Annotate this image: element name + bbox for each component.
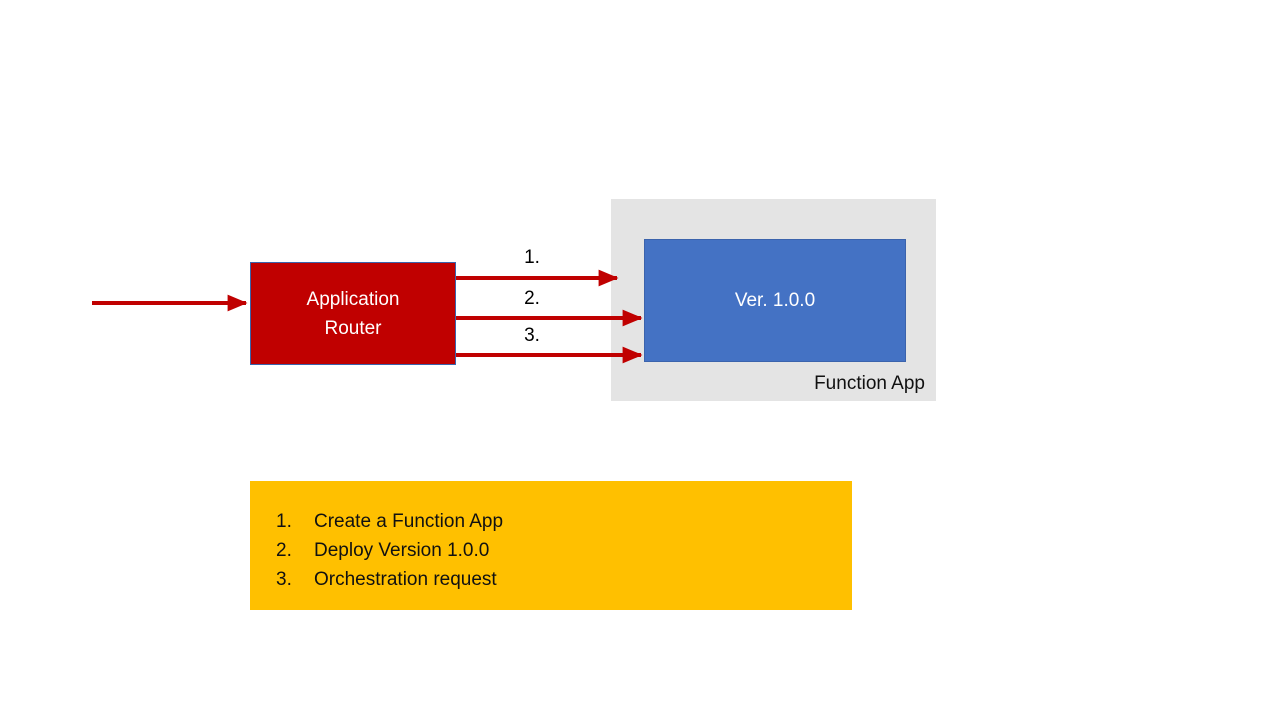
legend-item-marker: 1.: [276, 511, 292, 532]
legend-list: 1. Create a Function App 2. Deploy Versi…: [276, 507, 842, 594]
arrow-step-label-3: 3.: [524, 325, 540, 346]
version-box: Ver. 1.0.0: [644, 239, 906, 362]
legend-item-marker: 2.: [276, 540, 292, 561]
application-router-label-line1: Application: [306, 288, 400, 310]
legend-box: 1. Create a Function App 2. Deploy Versi…: [250, 481, 852, 610]
application-router-box: Application Router: [250, 262, 456, 365]
application-router-label-line2: Router: [324, 317, 382, 339]
arrow-step-label-2: 2.: [524, 288, 540, 309]
legend-item: 2. Deploy Version 1.0.0: [276, 536, 842, 565]
legend-item-text: Create a Function App: [314, 511, 504, 532]
legend-item-text: Deploy Version 1.0.0: [314, 540, 490, 561]
arrow-step-label-1: 1.: [524, 247, 540, 268]
legend-item-text: Orchestration request: [314, 569, 497, 590]
legend-item: 3. Orchestration request: [276, 565, 842, 594]
legend-item: 1. Create a Function App: [276, 507, 842, 536]
legend-item-marker: 3.: [276, 569, 292, 590]
function-app-label: Function App: [814, 373, 925, 394]
version-box-label: Ver. 1.0.0: [734, 289, 816, 311]
